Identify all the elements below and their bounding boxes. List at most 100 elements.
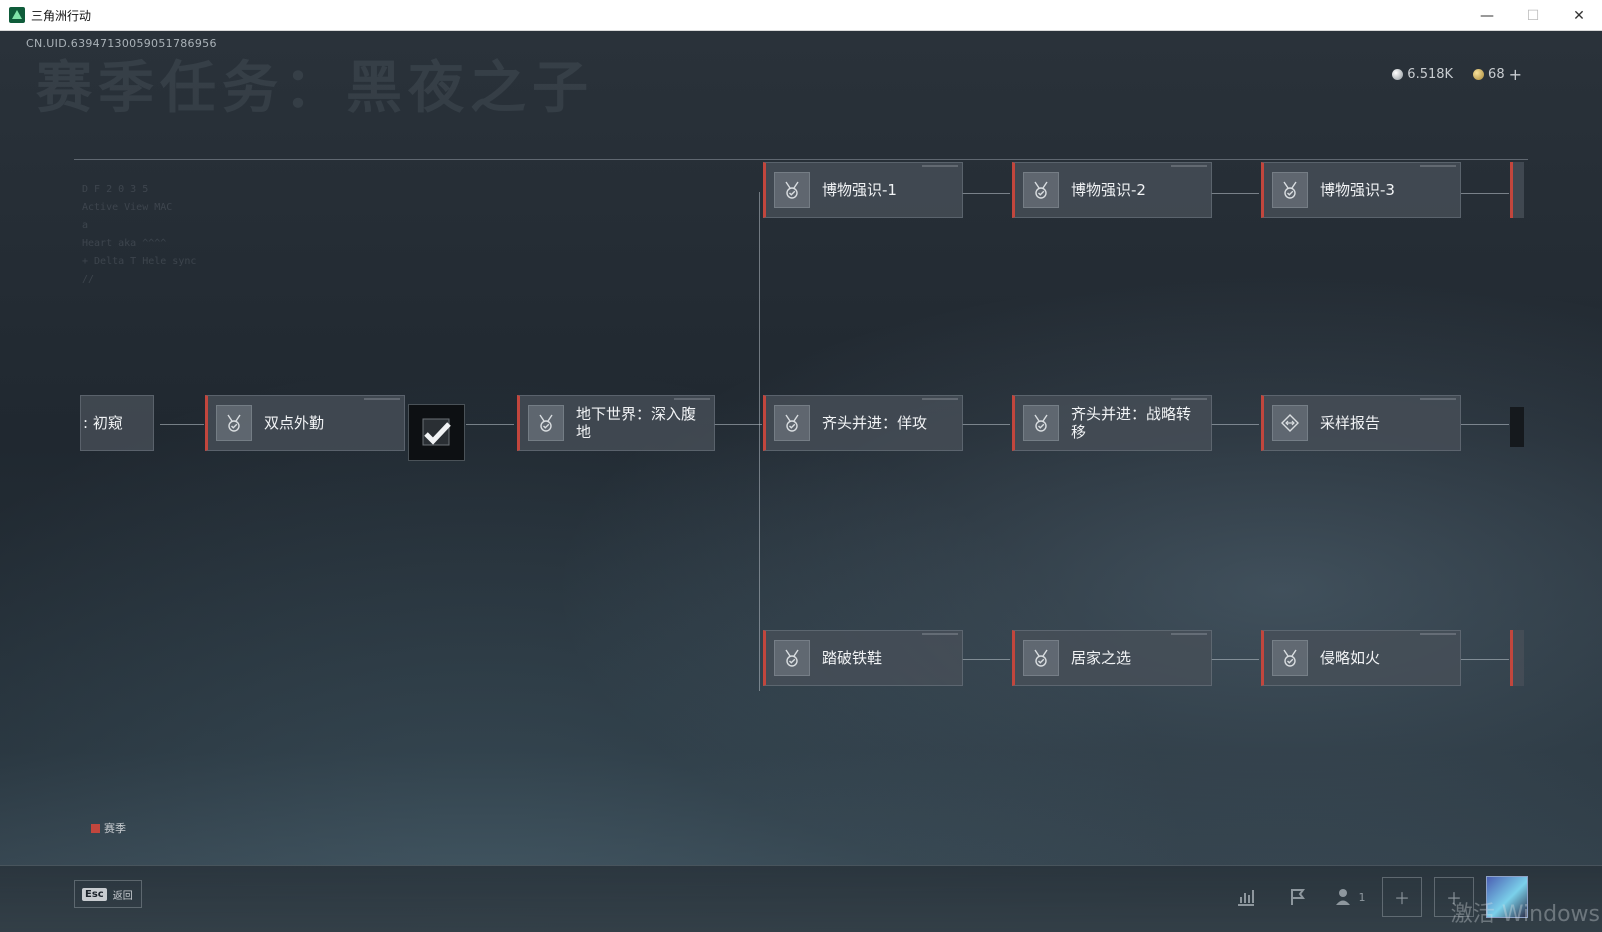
friend-count: 1 [1358,890,1366,904]
mission-node-bowu-2[interactable]: 博物强识-2 [1012,162,1212,218]
deco-line: a [82,220,89,231]
add-slot-button[interactable]: ＋ [1382,877,1422,917]
game-viewport: CN.UID.6394713005905178695​6 赛季任务：黑夜之子 6… [0,31,1602,932]
mission-node-qinlue[interactable]: 侵略如火 [1261,630,1461,686]
node-connector [1461,659,1509,660]
mission-label: 地下世界：深入腹地 [576,405,697,441]
gold-currency: 68 + [1473,65,1522,84]
node-connector [962,193,1010,194]
mission-panel [74,159,1528,879]
close-button[interactable]: ✕ [1573,7,1585,24]
node-connector [1211,424,1259,425]
deco-line: Heart aka ^^^^ [82,238,167,249]
mission-node-bowu-3[interactable]: 博物强识-3 [1261,162,1461,218]
diamond-arrows-icon [1272,405,1308,441]
minimize-button[interactable]: — [1480,7,1494,24]
offscreen-node-edge[interactable] [1510,407,1524,447]
mission-label: 博物强识-1 [822,181,897,199]
window-title: 三角洲行动 [31,8,92,23]
node-connector [1211,659,1259,660]
stats-icon[interactable] [1226,877,1266,917]
windows-activation-watermark: 激活 Windows [1450,902,1600,927]
silver-coin-icon [1392,69,1404,80]
app-logo-icon [9,7,25,23]
friends-button[interactable]: 1 [1330,877,1370,917]
mission-node-tapo[interactable]: 踏破铁鞋 [763,630,963,686]
node-corner-decor [674,398,710,400]
legend-label: 赛季 [104,822,126,835]
mission-node-dixia[interactable]: 地下世界：深入腹地 [517,395,715,451]
bottom-bar: Esc 返回 1 ＋ ＋ 激活 Windows [0,865,1602,932]
offscreen-node-edge[interactable] [1510,630,1524,686]
mission-label: 踏破铁鞋 [822,649,883,667]
node-corner-decor [1420,398,1456,400]
checkmark-icon [422,418,451,445]
node-corner-decor [1171,398,1207,400]
node-corner-decor [922,398,958,400]
deco-line: + Delta T Hele sync [82,256,197,267]
flag-icon[interactable] [1278,877,1318,917]
medal-check-icon [1272,172,1308,208]
decorative-hud-text: D F 2 0 3 5 Active View MAC a Heart aka … [82,181,196,289]
node-connector [1211,193,1259,194]
back-label: 返回 [112,890,133,902]
node-connector [160,424,204,425]
start-prefix: : [83,414,89,432]
mission-node-caiyang[interactable]: 采样报告 [1261,395,1461,451]
add-currency-button[interactable]: + [1508,65,1522,84]
legend-swatch [91,823,100,833]
medal-check-icon [774,405,810,441]
start-label: 初窥 [92,414,123,432]
deco-line: // [82,274,95,285]
add-slot-button[interactable]: ＋ [1434,877,1474,917]
player-uid: CN.UID.6394713005905178695​6 [26,37,217,50]
gold-coin-icon [1473,69,1485,80]
gold-amount: 68 [1488,67,1505,82]
deco-line: Active View MAC [82,202,173,213]
legend: 赛季 [91,820,126,836]
medal-check-icon [1272,640,1308,676]
maximize-button[interactable]: ☐ [1526,7,1540,24]
currency-bar: 6.518K 68 + [1392,65,1522,84]
mission-node-bowu-1[interactable]: 博物强识-1 [763,162,963,218]
medal-check-icon [216,405,252,441]
window-controls: — ☐ ✕ [1464,0,1602,31]
medal-check-icon [528,405,564,441]
esc-key-icon: Esc [82,887,107,901]
node-connector [962,424,1010,425]
completed-reward-tile[interactable] [408,404,465,461]
medal-check-icon [774,640,810,676]
mission-label: 采样报告 [1320,414,1381,432]
mission-label: 齐头并进：战略转移 [1071,405,1192,441]
silver-amount: 6.518K [1407,67,1454,82]
node-connector [962,659,1010,660]
mission-label: 侵略如火 [1320,649,1381,667]
mission-label: 齐头并进：佯攻 [822,414,928,432]
mission-node-jujia[interactable]: 居家之选 [1012,630,1212,686]
medal-check-icon [1023,172,1059,208]
node-connector [1461,424,1509,425]
offscreen-node-edge[interactable] [1510,162,1524,218]
node-corner-decor [1171,633,1207,635]
window-titlebar: 三角洲行动 — ☐ ✕ [0,0,1602,31]
branch-connector [759,192,760,691]
mission-node-start[interactable]: : 初窥 [80,395,154,451]
node-connector [1461,193,1509,194]
node-corner-decor [922,165,958,167]
avatar[interactable] [1486,876,1528,918]
node-corner-decor [922,633,958,635]
silver-currency: 6.518K [1392,67,1453,82]
mission-label: : 初窥 [81,414,133,432]
mission-node-qitou-2[interactable]: 齐头并进：战略转移 [1012,395,1212,451]
medal-check-icon [774,172,810,208]
node-corner-decor [364,398,400,400]
mission-node-qitou-1[interactable]: 齐头并进：佯攻 [763,395,963,451]
mission-label: 博物强识-2 [1071,181,1146,199]
mission-node-shuangdian[interactable]: 双点外勤 [205,395,405,451]
back-button[interactable]: Esc 返回 [74,880,142,908]
bottom-icons: 1 ＋ ＋ [1226,876,1528,918]
node-connector [714,424,762,425]
node-corner-decor [1420,633,1456,635]
node-corner-decor [1420,165,1456,167]
mission-label: 双点外勤 [264,414,325,432]
